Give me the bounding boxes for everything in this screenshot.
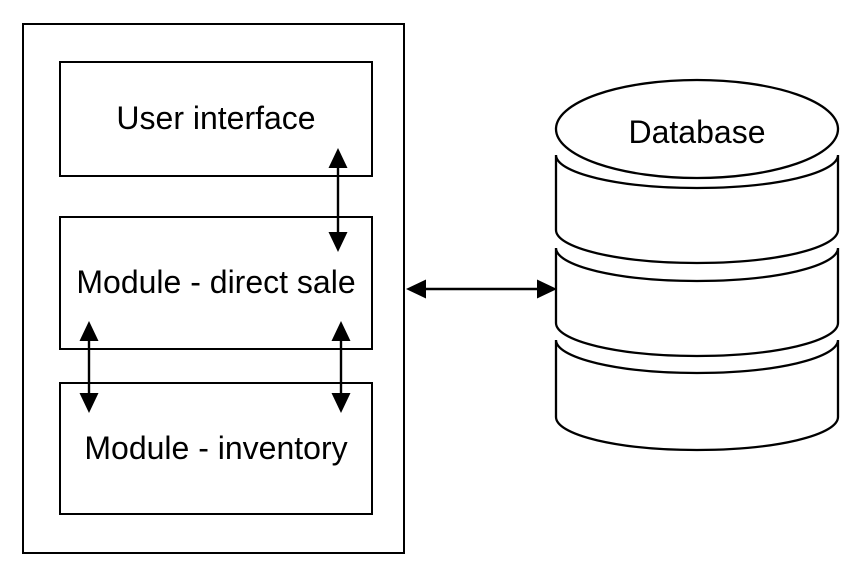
- module-inventory-label: Module - inventory: [84, 429, 348, 466]
- node-module-direct-sale: Module - direct sale: [59, 216, 373, 350]
- node-module-inventory: Module - inventory: [59, 382, 373, 515]
- module-direct-sale-label: Module - direct sale: [76, 264, 356, 301]
- database-band-middle: [554, 247, 840, 358]
- user-interface-label: User interface: [116, 100, 316, 137]
- arrow-directsale-database: [406, 279, 557, 299]
- system-boundary-box: [22, 23, 405, 554]
- node-user-interface: User interface: [59, 61, 373, 177]
- database-band-top: [554, 154, 840, 265]
- node-database-label: Database: [628, 114, 766, 150]
- database-band-bottom: [554, 339, 840, 452]
